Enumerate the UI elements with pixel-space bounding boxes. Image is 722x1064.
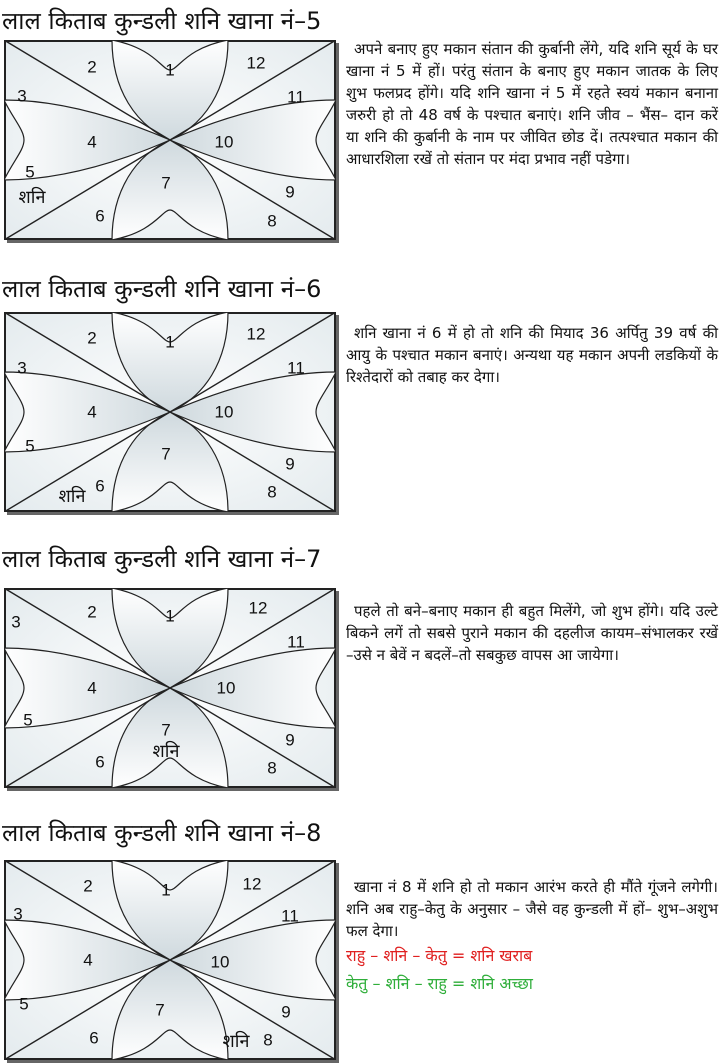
section-heading: लाल किताब कुन्डली शनि खाना नं–7	[2, 545, 322, 573]
house-8: 8	[267, 758, 277, 778]
house-8: 8	[263, 1030, 273, 1050]
section-text: खाना नं 8 में शनि हो तो मकान आरंभ करते ह…	[346, 876, 718, 998]
house-4: 4	[87, 132, 97, 152]
house-7: 7	[161, 444, 171, 464]
house-12: 12	[246, 53, 266, 73]
description: अपने बनाए हुए मकान संतान की कुर्बानी लें…	[346, 40, 718, 168]
house-2: 2	[83, 876, 93, 896]
house-4: 4	[87, 402, 97, 422]
house-6: 6	[95, 476, 105, 496]
planet-shani: शनि	[58, 486, 86, 507]
house-11: 11	[287, 358, 305, 378]
kundali-lines	[4, 588, 336, 788]
house-10: 10	[214, 402, 234, 422]
house-1: 1	[165, 332, 175, 352]
house-5: 5	[25, 436, 35, 456]
house-3: 3	[17, 86, 27, 106]
house-6: 6	[89, 1028, 99, 1048]
description: पहले तो बने–बनाए मकान ही बहुत मिलेंगे, ज…	[346, 602, 718, 664]
house-10: 10	[214, 132, 234, 152]
house-11: 11	[281, 906, 299, 926]
house-4: 4	[87, 678, 97, 698]
description: खाना नं 8 में शनि हो तो मकान आरंभ करते ह…	[346, 878, 718, 940]
house-2: 2	[87, 602, 97, 622]
section-text: पहले तो बने–बनाए मकान ही बहुत मिलेंगे, ज…	[346, 600, 718, 666]
section-text: अपने बनाए हुए मकान संतान की कुर्बानी लें…	[346, 38, 718, 170]
kundali-lines	[4, 860, 336, 1060]
house-10: 10	[216, 678, 236, 698]
house-9: 9	[281, 1002, 291, 1022]
house-9: 9	[285, 454, 295, 474]
kundali-lines	[4, 312, 336, 512]
house-12: 12	[246, 324, 266, 344]
kundali-chart: 1 2 3 4 5 6 7 8 9 10 11 12 शनि	[4, 588, 336, 788]
house-11: 11	[287, 87, 305, 107]
house-4: 4	[83, 950, 93, 970]
house-5: 5	[25, 162, 35, 182]
kundali-lines	[4, 40, 336, 240]
house-2: 2	[87, 57, 97, 77]
kundali-chart: 1 2 3 4 5 6 7 8 9 10 11 12 शनि	[4, 312, 336, 512]
kundali-chart: 1 2 3 4 5 6 7 8 9 10 11 12 शनि	[4, 860, 336, 1060]
house-2: 2	[87, 328, 97, 348]
planet-shani: शनि	[152, 741, 180, 762]
section-heading: लाल किताब कुन्डली शनि खाना नं–8	[2, 819, 322, 847]
house-9: 9	[285, 730, 295, 750]
house-8: 8	[267, 482, 277, 502]
house-1: 1	[165, 606, 175, 626]
house-6: 6	[95, 206, 105, 226]
planet-shani: शनि	[18, 187, 46, 208]
section-text: शनि खाना नं 6 में हो तो शनि की मियाद 36 …	[346, 322, 718, 388]
house-3: 3	[17, 358, 27, 378]
house-1: 1	[165, 60, 175, 80]
section-heading: लाल किताब कुन्डली शनि खाना नं–5	[2, 7, 322, 35]
kundali-chart: 1 2 3 4 5 6 7 8 9 10 11 12 शनि	[4, 40, 336, 240]
house-7: 7	[161, 720, 171, 740]
house-3: 3	[13, 904, 23, 924]
description: शनि खाना नं 6 में हो तो शनि की मियाद 36 …	[346, 324, 718, 386]
house-5: 5	[19, 994, 29, 1014]
house-7: 7	[155, 1000, 165, 1020]
house-1: 1	[161, 880, 171, 900]
house-11: 11	[287, 632, 305, 652]
section-heading: लाल किताब कुन्डली शनि खाना नं–6	[2, 275, 322, 303]
ketu-shani-rahu-line: केतु – शनि – राहु = शनि अच्छा	[346, 974, 533, 993]
house-12: 12	[248, 598, 268, 618]
rahu-shani-ketu-line: राहु – शनि – केतु = शनि खराब	[346, 946, 533, 965]
house-8: 8	[267, 211, 277, 231]
house-7: 7	[161, 173, 171, 193]
house-5: 5	[23, 710, 33, 730]
house-12: 12	[242, 874, 262, 894]
planet-shani: शनि	[222, 1031, 250, 1052]
house-6: 6	[95, 752, 105, 772]
house-10: 10	[210, 952, 230, 972]
house-9: 9	[285, 182, 295, 202]
house-3: 3	[11, 612, 21, 632]
